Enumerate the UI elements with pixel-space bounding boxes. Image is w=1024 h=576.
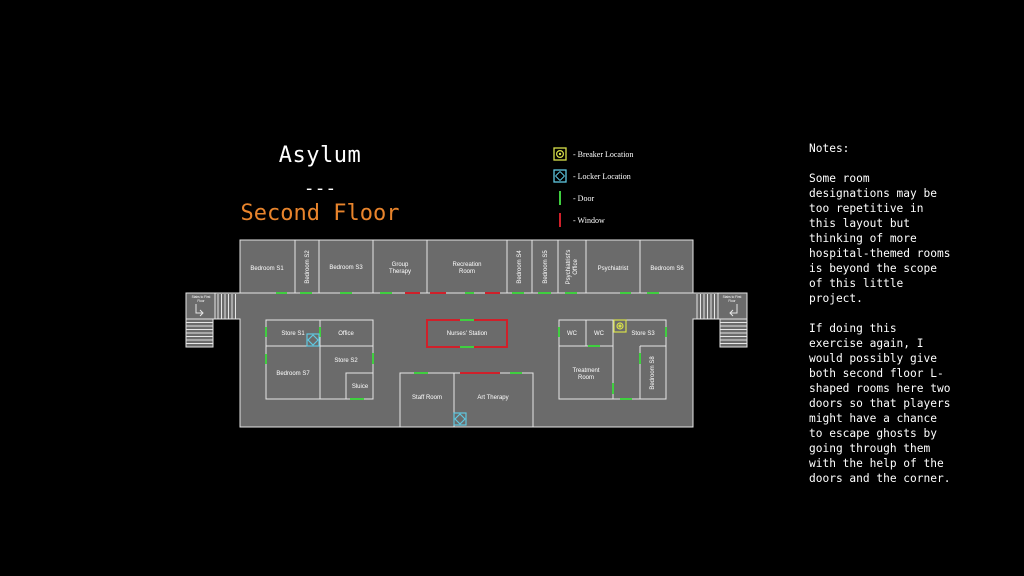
legend-locker-label: - Locker Location <box>573 171 631 181</box>
room-label-office: Office <box>338 331 354 337</box>
legend-door-label: - Door <box>573 193 595 203</box>
room-label-bedroom-s7: Bedroom S7 <box>276 371 310 377</box>
legend-window: - Window <box>553 212 605 228</box>
right-stair-landing <box>717 292 748 320</box>
notes-paragraph-2: If doing this exercise again, I would po… <box>809 322 951 485</box>
left-stairs-steps <box>185 294 236 348</box>
windows <box>405 292 500 374</box>
breaker-icon <box>553 147 567 161</box>
map-title: Asylum <box>278 143 362 168</box>
room-label-bedroom-s8: Bedroom S8 <box>650 356 656 390</box>
doors <box>265 292 667 400</box>
floor-title: Second Floor <box>240 201 400 226</box>
legend-breaker-label: - Breaker Location <box>573 149 634 159</box>
locker-icon <box>453 412 467 426</box>
room-label-nurses-station: Nurses' Station <box>447 331 488 337</box>
room-label-bedroom-s1: Bedroom S1 <box>250 266 284 272</box>
left-stair-landing <box>185 292 216 320</box>
notes-paragraph-1: Some room designations may be too repeti… <box>809 172 951 305</box>
window-icon <box>553 213 567 227</box>
room-label-wc-2: WC <box>594 331 605 337</box>
room-label-staff-room: Staff Room <box>412 395 442 401</box>
door-icon <box>553 191 567 205</box>
room-label-sluice: Sluice <box>352 384 369 390</box>
room-label-psychiatrist: Psychiatrist <box>598 266 629 272</box>
room-label-store-s2: Store S2 <box>334 358 358 364</box>
breaker-icon <box>613 319 627 333</box>
legend-locker: - Locker Location <box>553 168 631 184</box>
locker-icon <box>553 169 567 183</box>
notes-heading: Notes: <box>809 142 850 155</box>
room-label-art-therapy: Art Therapy <box>477 395 508 401</box>
title-separator: --- <box>303 178 337 199</box>
room-label-bedroom-s3: Bedroom S3 <box>329 265 363 271</box>
room-label-bedroom-s6: Bedroom S6 <box>650 266 684 272</box>
room-label-wc-1: WC <box>567 331 578 337</box>
right-stairs-steps <box>696 294 748 348</box>
locker-icon <box>306 333 320 347</box>
room-label-store-s3: Store S3 <box>631 331 655 337</box>
legend-breaker: - Breaker Location <box>553 146 633 162</box>
right-stair-arrow-icon <box>729 304 738 317</box>
left-stair-arrow-icon <box>195 304 204 317</box>
legend-door: - Door <box>553 190 594 206</box>
room-label-store-s1: Store S1 <box>281 331 305 337</box>
room-label-bedroom-s5: Bedroom S5 <box>543 250 549 284</box>
room-label-bedroom-s2: Bedroom S2 <box>305 250 311 284</box>
notes-panel: Notes: Some room designations may be too… <box>809 141 951 501</box>
room-label-bedroom-s4: Bedroom S4 <box>517 250 523 284</box>
legend-window-label: - Window <box>573 215 605 225</box>
